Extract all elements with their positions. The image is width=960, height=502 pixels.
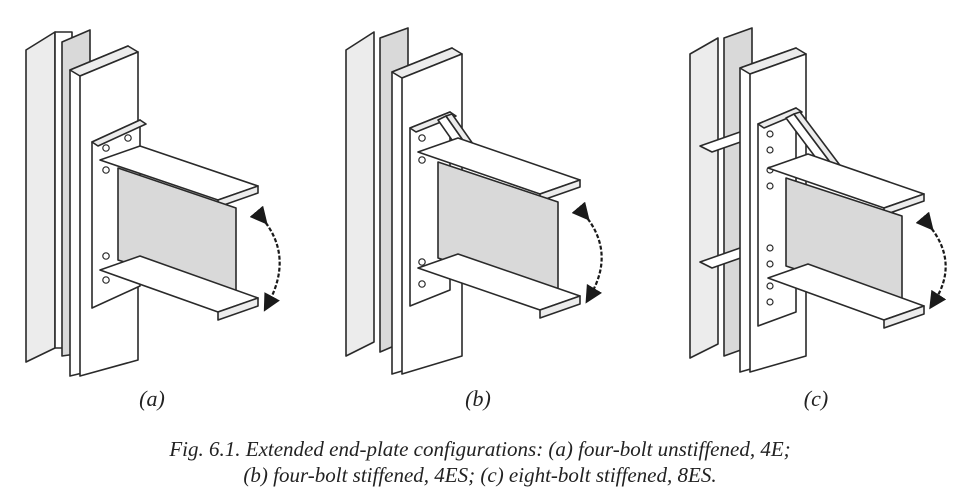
caption-line-1: Fig. 6.1. Extended end-plate configurati…: [169, 437, 791, 461]
bolt-a2: [124, 134, 132, 142]
moment-arrow-a: [249, 205, 281, 312]
bolt-a4: [102, 252, 110, 260]
panel-b-drawing: [345, 27, 603, 375]
bolt-a1: [102, 144, 110, 152]
panel-label-b: (b): [465, 386, 491, 411]
panel-c-drawing: [689, 27, 947, 373]
panel-label-a: (a): [139, 386, 165, 411]
beam-a: [99, 145, 259, 321]
figure-caption: Fig. 6.1. Extended end-plate configurati…: [0, 436, 960, 488]
bolt-a5: [102, 276, 110, 284]
caption-line-2: (b) four-bolt stiffened, 4ES; (c) eight-…: [243, 463, 717, 487]
panel-a-drawing: [25, 29, 281, 377]
beam-c: [767, 153, 925, 329]
panel-label-c: (c): [803, 386, 829, 411]
bolt-a3: [102, 166, 110, 174]
moment-arrow-b: [571, 201, 603, 304]
beam-b: [417, 137, 581, 319]
moment-arrow-c: [915, 211, 947, 310]
